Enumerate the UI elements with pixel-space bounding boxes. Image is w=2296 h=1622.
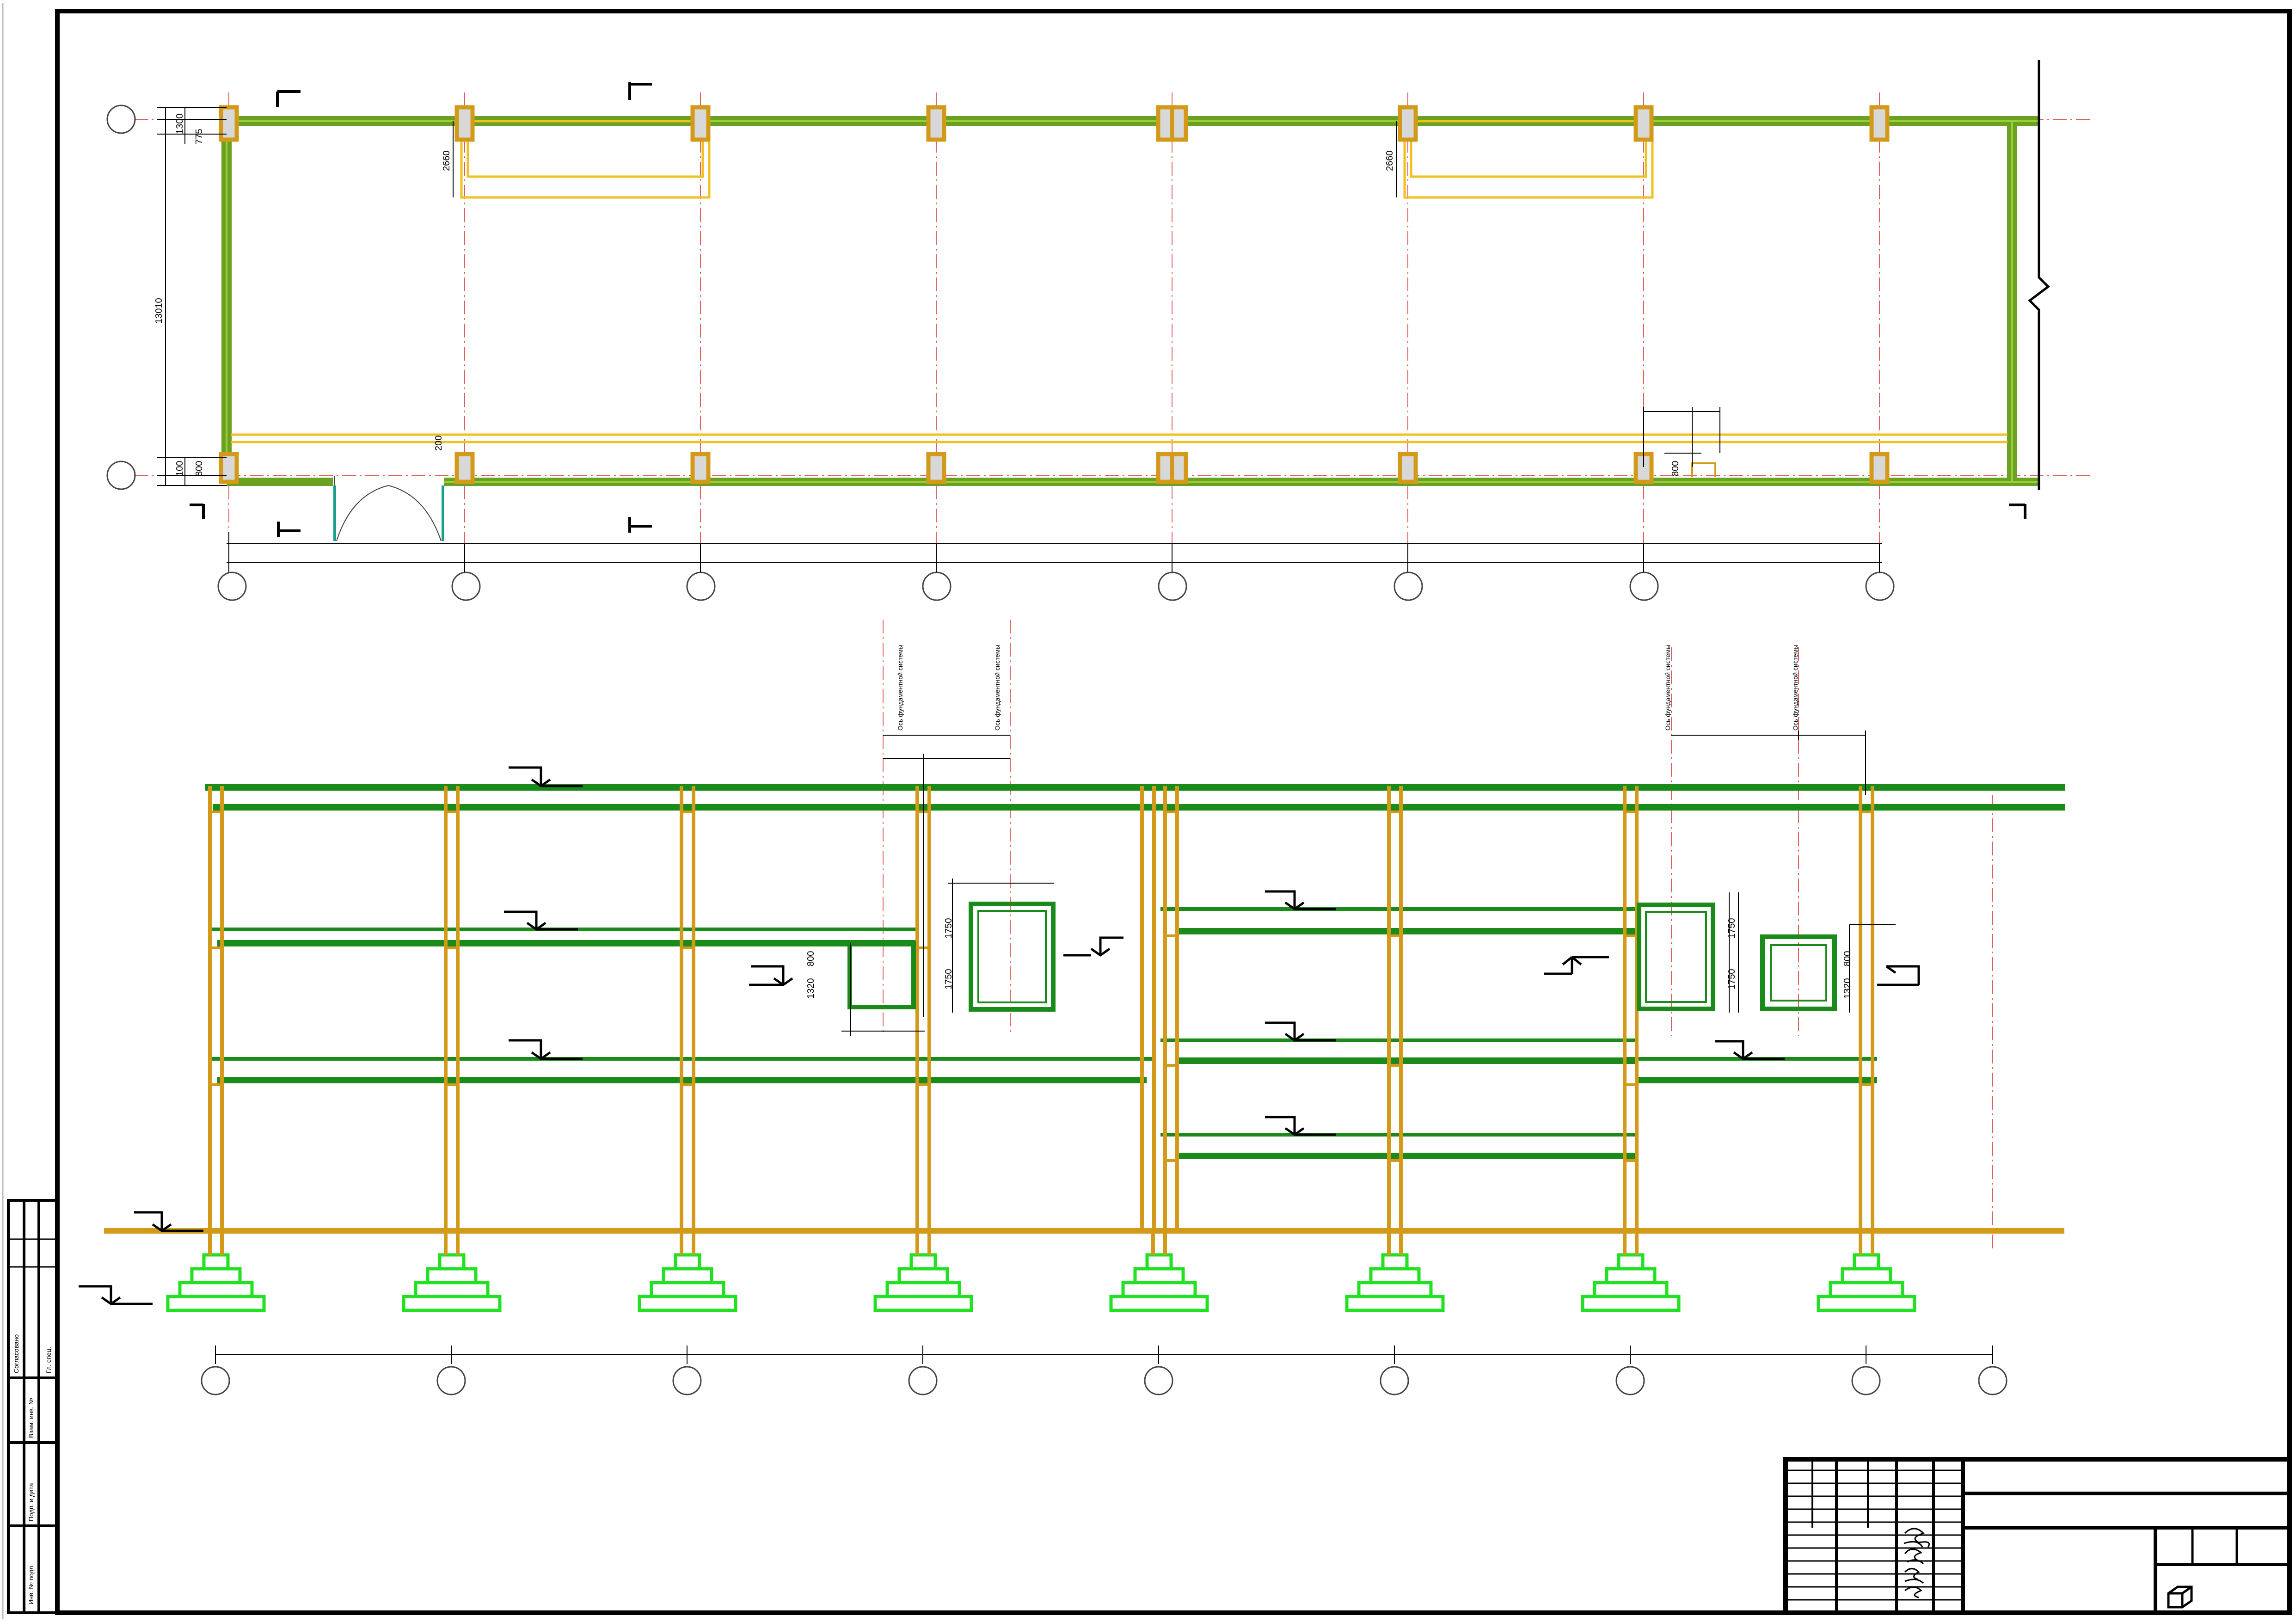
plan-section-markers — [190, 82, 2026, 537]
side-stamp-label-3: Подп. и дата — [27, 1483, 35, 1521]
elevation-windows — [847, 902, 1837, 1012]
plan-columns — [219, 105, 1890, 484]
plan-opening-dims — [1643, 407, 1720, 467]
side-stamp-label-4: Взам. инв. № — [27, 1398, 35, 1438]
leader-left-label: Ось фундаментной системы — [896, 645, 904, 731]
dim-1750-c: 1750 — [1727, 918, 1737, 939]
plan-door — [333, 476, 444, 541]
dim-window-left: 2660 — [442, 151, 452, 172]
signature-scribbles — [1903, 1528, 1930, 1598]
side-stamp-label-5: Гл. спец. — [45, 1347, 52, 1373]
side-stamp-label-2: Инв. № подл. — [27, 1564, 35, 1604]
level-markers — [79, 766, 1920, 1306]
dim-1750-b: 1750 — [944, 969, 954, 990]
elevation-bottom-dims — [215, 1346, 1993, 1364]
leader-right-label: Ось фундаментной системы — [1664, 645, 1671, 731]
dim-800-right: 800 — [1842, 951, 1853, 966]
plan-axis-bubbles — [106, 104, 1895, 601]
elevation-axis-lines — [883, 620, 1993, 1248]
title-block — [1783, 1457, 2292, 1615]
dim-1320-left: 1320 — [806, 978, 816, 999]
plan-dimension-lines — [157, 107, 1882, 572]
dim-1750-d: 1750 — [1727, 969, 1737, 990]
dim-window-right: 2660 — [1385, 151, 1395, 172]
dim-bottom-800: 800 — [194, 461, 204, 476]
leader-left-label-2: Ось фундаментной системы — [994, 645, 1001, 731]
dim-bottom-100: 100 — [175, 461, 185, 476]
elevation-view — [79, 620, 2065, 1395]
elevation-axis-bubbles — [201, 1366, 2007, 1395]
dim-height-13010: 13010 — [154, 298, 164, 324]
dim-1750-a: 1750 — [944, 918, 954, 939]
dim-top-775: 775 — [194, 129, 204, 144]
cube-logo-icon — [2167, 1585, 2193, 1609]
dim-mid-200: 200 — [434, 436, 444, 451]
right-block-beams — [1160, 907, 1877, 1159]
dim-top-1300: 1300 — [175, 114, 185, 135]
elevation-top-dims — [841, 731, 1896, 1036]
plan-opening-right — [1691, 462, 1716, 477]
side-stamp-label-1: Согласовано — [12, 1334, 20, 1373]
column-ties — [210, 811, 1872, 1162]
plan-view — [106, 60, 2090, 601]
dim-800-left: 800 — [806, 951, 816, 966]
column-stubs — [208, 1230, 1874, 1255]
dim-1320-right: 1320 — [1842, 978, 1853, 999]
break-symbol-icon — [2028, 60, 2050, 490]
plan-window-openings — [231, 120, 2007, 443]
top-beams — [205, 784, 2065, 811]
side-stamp — [7, 1199, 59, 1614]
dim-opening-800: 800 — [1670, 461, 1681, 476]
footings — [166, 1253, 1916, 1312]
leader-right-label-2: Ось фундаментной системы — [1792, 645, 1799, 731]
